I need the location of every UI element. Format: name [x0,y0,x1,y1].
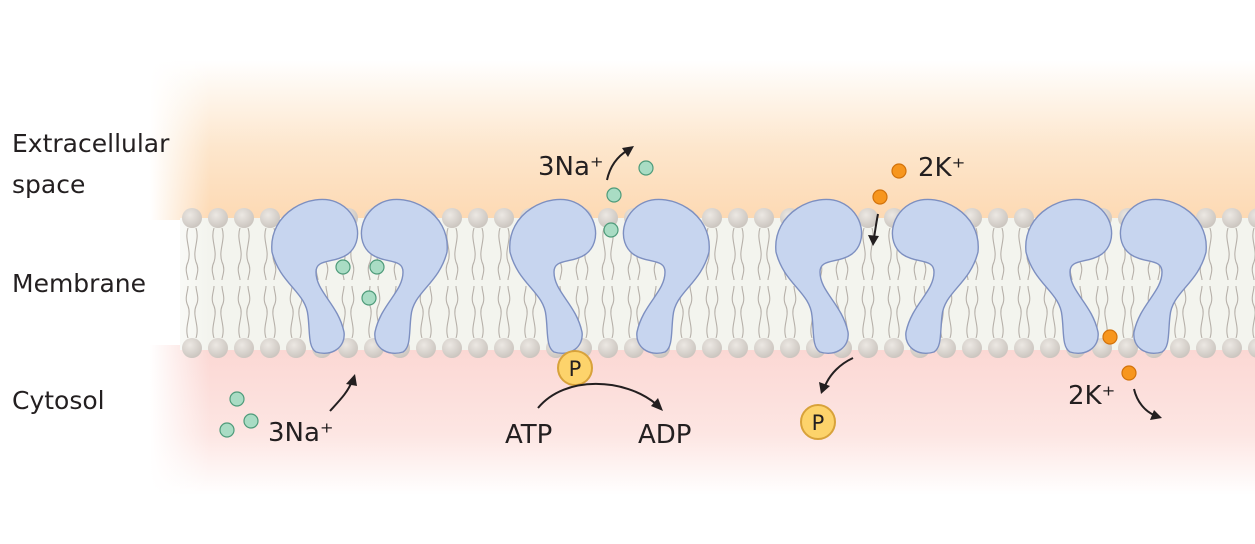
arrowhead-icon [651,398,663,411]
left-fade [150,60,210,495]
arrowhead-icon [346,374,357,386]
potassium-ion [1102,329,1118,345]
label-potassium-out: 2K⁺ [918,153,965,183]
extracellular-region [150,60,1255,220]
label-sodium-in: 3Na⁺ [268,418,334,448]
label-extracellular-line1: Extracellular [12,129,170,158]
potassium-ion [1121,365,1137,381]
pump-subunit-right [1119,198,1207,354]
sodium-ion [603,222,619,238]
label-adp: ADP [638,420,692,450]
sodium-ion [369,259,385,275]
sodium-ion [335,259,351,275]
arrowhead-icon [1150,410,1162,420]
label-membrane: Membrane [12,269,146,298]
arrow-release-icon [824,357,854,387]
pump-subunit-right [891,198,979,354]
label-cytosol: Cytosol [12,386,105,415]
pump-subunit-left [775,198,863,354]
stage-3-potassium-binding: 2K⁺ P [800,153,965,440]
pump-subunit-left [1025,198,1113,354]
sodium-ion [219,422,235,438]
pump-subunit-right [622,198,710,354]
phosphate-label: P [569,357,582,381]
sodium-ion [243,413,259,429]
arrowhead-icon [819,382,830,394]
pump-subunit-right [360,198,448,354]
pump-subunit-left [509,198,597,354]
potassium-ion [872,189,888,205]
phosphate-group [557,350,593,386]
label-sodium-out: 3Na⁺ [538,152,604,182]
label-atp: ATP [505,420,552,450]
label-potassium-in: 2K⁺ [1068,381,1115,411]
stage-2-sodium-release: 3Na⁺ P ATP ADP [505,146,692,450]
sodium-ion [229,391,245,407]
sodium-ion [361,290,377,306]
potassium-ion [891,163,907,179]
phosphate-label: P [812,411,825,435]
label-extracellular-line2: space [12,170,85,199]
stage-4-potassium-release: 2K⁺ [1068,329,1162,420]
sodium-ion [606,187,622,203]
arrowhead-icon [622,146,634,157]
cytosol-region [150,345,1255,495]
pump-subunit-left [271,198,359,354]
pump-proteins [271,198,1207,354]
atp-adp-arrow-icon [537,382,657,409]
arrow-down-icon [1133,388,1155,416]
arrowhead-icon [868,235,879,246]
phosphate-group [800,404,836,440]
sodium-ion [638,160,654,176]
stage-1-sodium-binding: 3Na⁺ [219,259,385,448]
